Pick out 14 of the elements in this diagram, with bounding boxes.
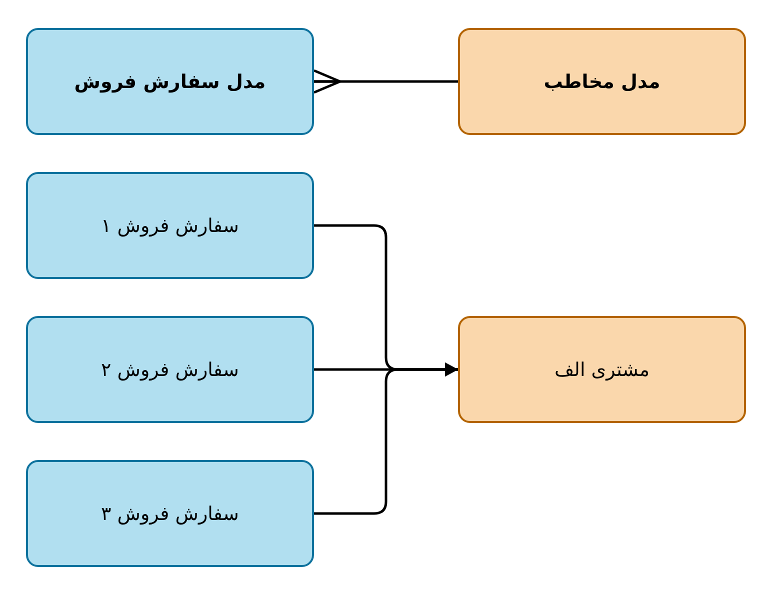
entity-box — [26, 460, 314, 567]
box-label: سفارش فروش ۳ — [101, 502, 239, 524]
entity-box — [458, 316, 746, 423]
entity-box — [26, 316, 314, 423]
box-label: سفارش فروش ۲ — [101, 358, 239, 380]
model-box — [458, 28, 746, 135]
box-label: مدل مخاطب — [544, 70, 660, 92]
model-box — [26, 28, 314, 135]
box-label: مدل سفارش فروش — [74, 70, 266, 92]
arrow — [314, 362, 458, 515]
box-label: مشتری الف — [554, 358, 650, 380]
relationship-line — [312, 69, 458, 94]
entity-box — [26, 172, 314, 279]
box-label: سفارش فروش ۱ — [101, 214, 239, 236]
